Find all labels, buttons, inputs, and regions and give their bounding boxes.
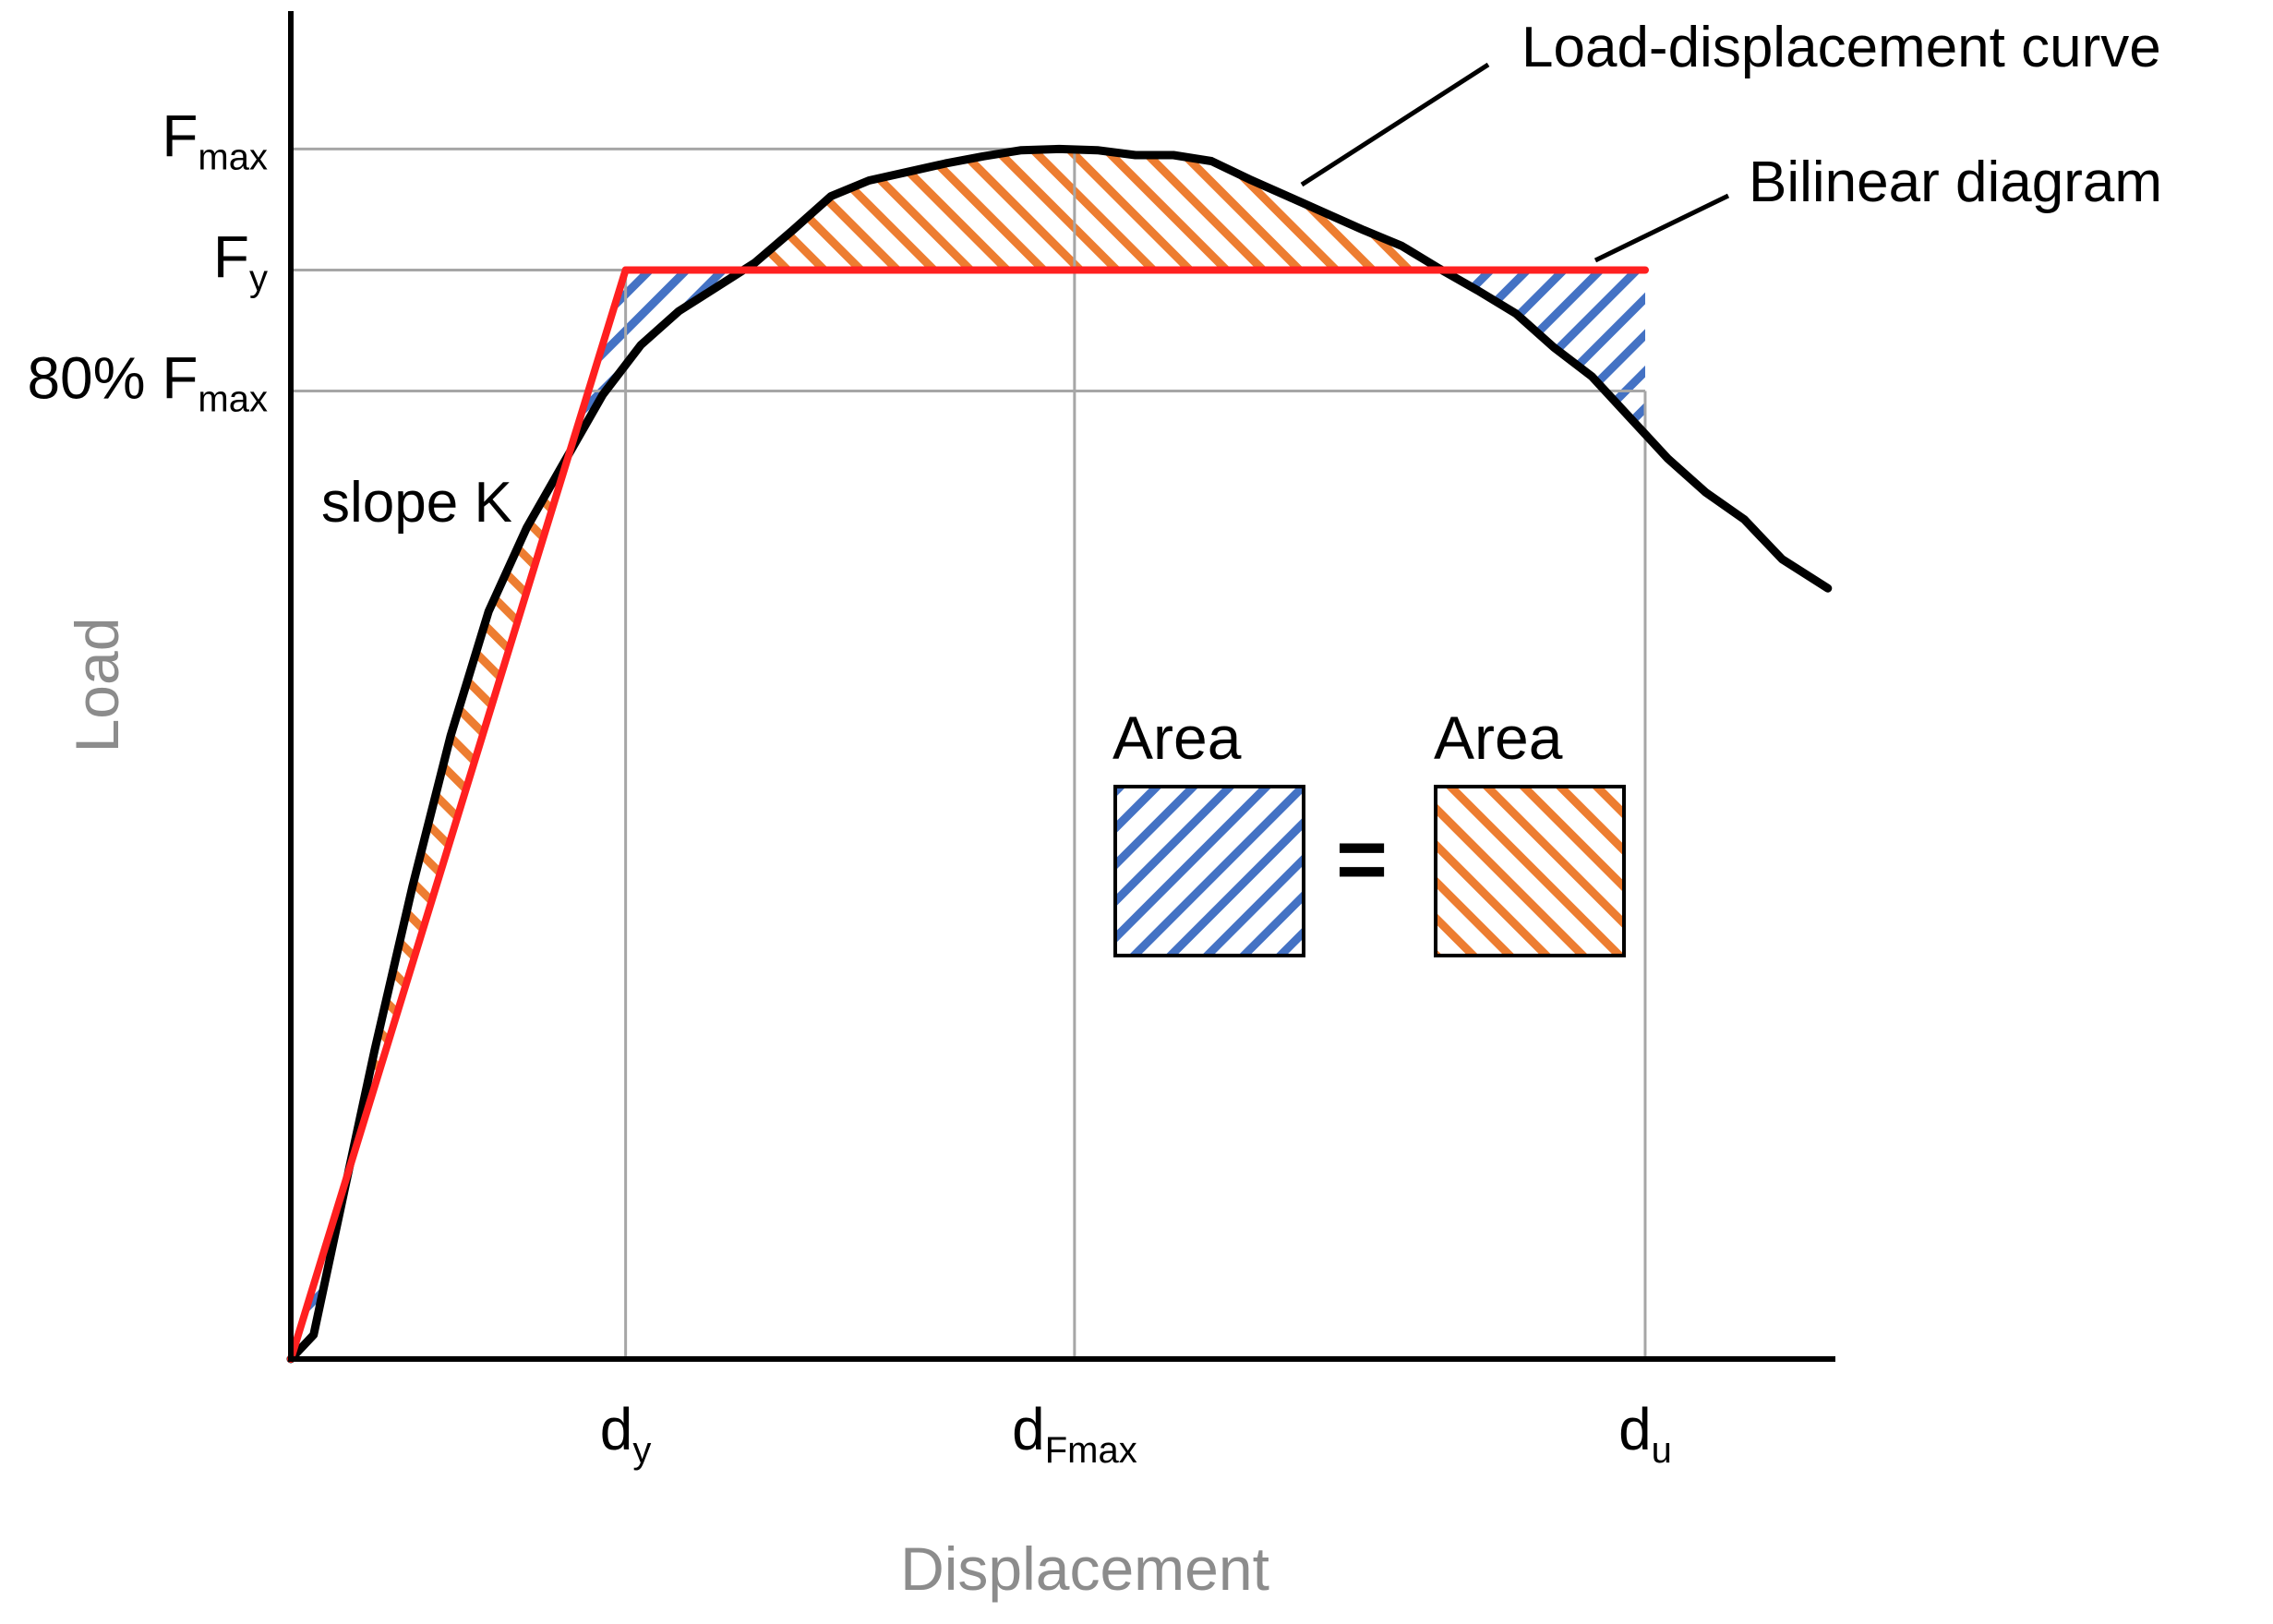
hatched-area-blue-4 [1442,270,1645,435]
y-tick-f80-prefix: 80% [27,345,162,412]
x-axis-title: Displacement [900,1534,1269,1603]
x-tick-du: du [1618,1396,1672,1471]
reference-lines [291,147,1647,1359]
y-tick-fy-sub: y [249,259,268,299]
x-tick-dy-sub: y [632,1430,651,1471]
curve-callout-label: Load-displacement curve [1521,16,2161,79]
y-tick-fmax-sub: max [198,137,268,177]
x-tick-dfmax-main: d [1012,1396,1045,1462]
y-tick-fy: Fy [213,224,268,299]
y-tick-f80-main: F [162,345,198,412]
legend-right-label: Area [1434,704,1563,772]
y-tick-fmax: Fmax [162,102,268,177]
x-tick-dy-main: d [600,1396,633,1462]
legend-left-label: Area [1112,704,1242,772]
slope-k-label: slope K [321,471,512,535]
legend-orange-hatch-box [1434,785,1626,957]
hatched-area-orange-3 [744,149,1442,271]
x-tick-dy: dy [600,1396,652,1471]
load-displacement-curve-line [286,144,1833,1364]
legend-equals-sign: = [1336,810,1388,908]
curve-leader-line [1300,62,1490,187]
y-tick-fy-main: F [213,224,249,291]
series-layer [286,144,1833,1364]
area-legend: Area = Area [1112,704,1626,957]
bilinear-diagram-line [287,266,1649,1363]
x-tick-labels: dy dFmax du [600,1396,1672,1471]
x-tick-du-sub: u [1652,1430,1672,1471]
x-tick-du-main: d [1618,1396,1652,1462]
axes [288,11,1835,1362]
x-tick-dfmax: dFmax [1012,1396,1137,1471]
y-tick-f80: 80% Fmax [27,345,268,420]
legend-blue-hatch-box [1113,785,1305,957]
bilinear-callout-label: Bilinear diagram [1749,150,2162,214]
y-tick-labels: Fmax Fy 80% Fmax [27,102,268,419]
y-tick-f80-sub: max [198,379,268,420]
x-tick-dfmax-sub: Fmax [1045,1430,1137,1471]
y-tick-fmax-main: F [162,102,198,169]
bilinear-leader-line [1594,193,1730,263]
y-axis-title: Load [63,618,131,753]
